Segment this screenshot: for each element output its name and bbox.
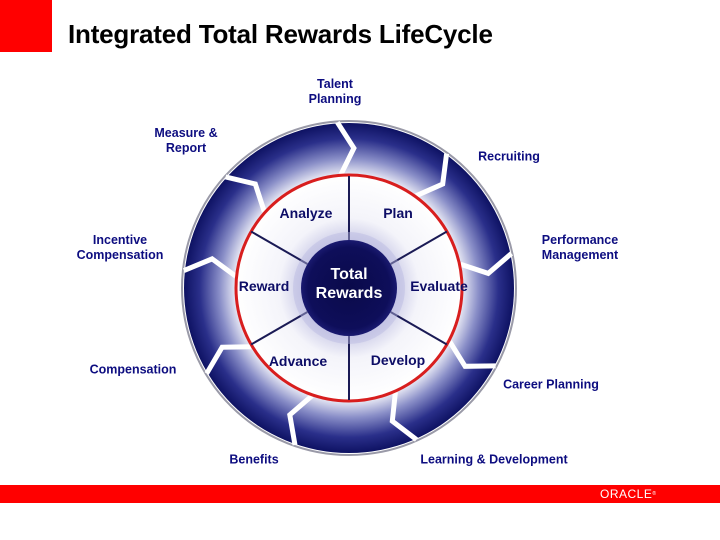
label-career-planning: Career Planning — [503, 377, 599, 392]
outer-rim — [181, 120, 517, 456]
segment-evaluate: Evaluate — [410, 278, 468, 294]
label-recruiting: Recruiting — [478, 149, 540, 164]
spokes — [250, 176, 448, 400]
segment-analyze: Analyze — [279, 205, 333, 221]
footer-bar — [0, 485, 720, 503]
label-measure-report: Measure &Report — [154, 126, 218, 155]
oracle-logo: ORACLE® — [600, 487, 657, 501]
segment-reward: Reward — [238, 278, 290, 294]
label-compensation: Compensation — [89, 362, 177, 377]
slide-title: Integrated Total Rewards LifeCycle — [68, 19, 493, 49]
segment-plan: Plan — [383, 205, 413, 221]
segment-advance: Advance — [268, 353, 328, 369]
label-benefits: Benefits — [229, 452, 279, 467]
center-label: Total Rewards — [315, 266, 383, 302]
label-learning-development: Learning & Development — [420, 452, 568, 467]
chevron-arrows — [182, 121, 514, 446]
center-circle — [301, 240, 397, 336]
brand-red-block — [0, 0, 52, 52]
segment-develop: Develop — [370, 352, 426, 368]
